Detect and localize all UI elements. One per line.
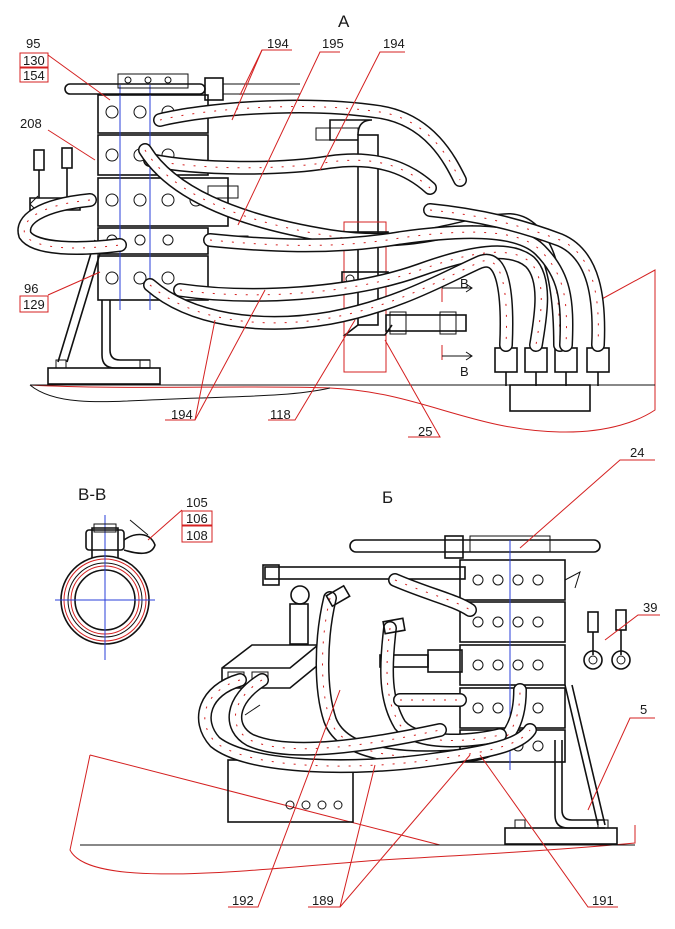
- callout-118: 118: [270, 407, 291, 422]
- callout-95: 95: [26, 36, 40, 51]
- view-b: Б: [69, 445, 660, 908]
- view-a-right-block: [494, 347, 610, 412]
- callout-194-top-right: 194: [383, 36, 405, 51]
- section-mark-bottom: В: [460, 364, 469, 379]
- callout-106: 106: [186, 511, 208, 526]
- callout-194-top-left: 194: [267, 36, 289, 51]
- view-b-leaders: [228, 459, 660, 908]
- view-b-right-fittings: [564, 570, 631, 670]
- callout-192: 192: [232, 893, 254, 908]
- view-b-ground-line: [69, 754, 636, 875]
- callout-191: 191: [592, 893, 614, 908]
- view-a: А 95 130 154 194 195 194 208 96 129 194 …: [17, 12, 656, 439]
- section-mark-top: В: [460, 276, 469, 291]
- callout-189: 189: [312, 893, 334, 908]
- view-a-section-mark: [441, 283, 473, 361]
- view-a-stand: [47, 239, 161, 385]
- callout-154: 154: [23, 68, 45, 83]
- view-b-title: Б: [382, 488, 393, 507]
- view-b-hoses: [197, 573, 537, 774]
- callout-195: 195: [322, 36, 344, 51]
- callout-130: 130: [23, 53, 45, 68]
- view-a-ground-line: [29, 269, 656, 433]
- callout-5: 5: [640, 702, 647, 717]
- view-a-hoses: [17, 99, 606, 352]
- view-a-top-pipe: [64, 83, 206, 95]
- view-b-manifold-stack: [459, 540, 566, 770]
- callout-194-bottom: 194: [171, 407, 193, 422]
- callout-25: 25: [418, 424, 432, 439]
- callout-96: 96: [24, 281, 38, 296]
- section-title: В-В: [78, 485, 106, 504]
- callout-39: 39: [643, 600, 657, 615]
- callout-129: 129: [23, 297, 45, 312]
- callout-24: 24: [630, 445, 644, 460]
- callout-105: 105: [186, 495, 208, 510]
- view-a-leaders: [47, 49, 441, 438]
- callout-108: 108: [186, 528, 208, 543]
- view-a-title: А: [338, 12, 350, 31]
- view-b-stand: [504, 684, 618, 845]
- section-b-b-view: В-В 105 106 108: [55, 485, 213, 660]
- callout-208: 208: [20, 116, 42, 131]
